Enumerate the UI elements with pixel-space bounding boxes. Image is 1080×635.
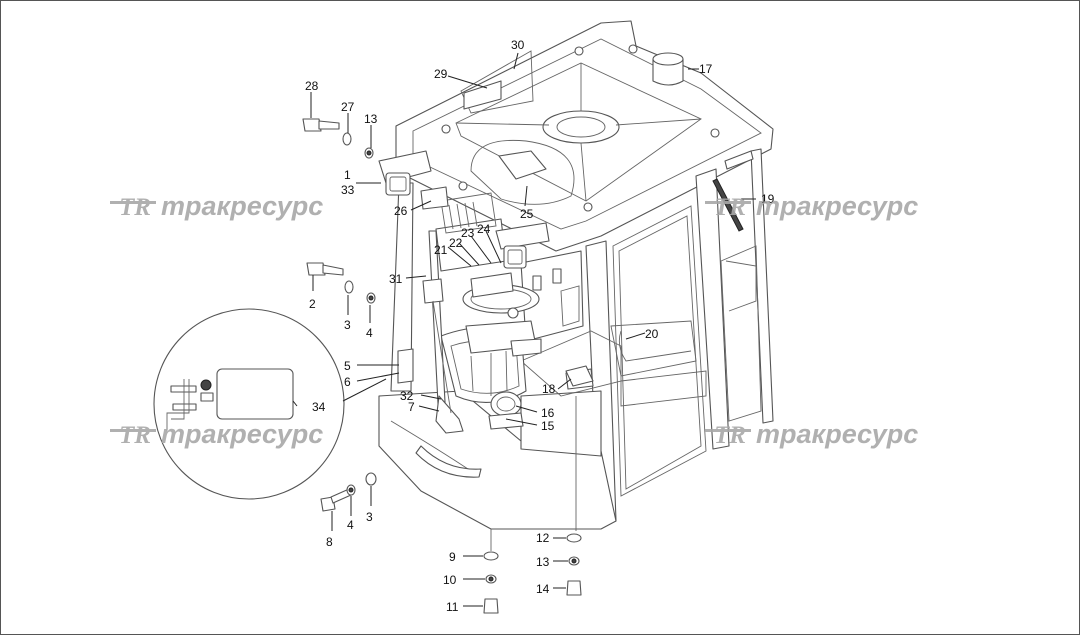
- fasteners-bottom-center: [483, 529, 499, 614]
- callout-5: 5: [344, 359, 351, 373]
- fasteners-bottom-left: [320, 472, 377, 512]
- roof-panel: [460, 50, 534, 114]
- front-wiper: [397, 230, 464, 434]
- fasteners-top-left: [302, 118, 374, 159]
- callout-13-top: 13: [364, 112, 378, 126]
- callout-33: 33: [341, 183, 355, 197]
- callout-25: 25: [520, 207, 534, 221]
- watermark-logo: TR: [119, 422, 151, 449]
- detail-connector-line: [342, 378, 387, 402]
- watermark-bottom-right: TR тракресурс: [705, 419, 918, 449]
- cab-body: [378, 148, 774, 530]
- callout-27: 27: [341, 100, 355, 114]
- interior-light: [498, 150, 547, 180]
- callout-29: 29: [434, 67, 448, 81]
- callout-12: 12: [536, 531, 550, 545]
- watermark-text: тракресурс: [756, 419, 918, 449]
- callout-2: 2: [309, 297, 316, 311]
- callout-16: 16: [541, 406, 555, 420]
- callout-17: 17: [699, 62, 713, 76]
- callout-18: 18: [542, 382, 556, 396]
- callout-30: 30: [511, 38, 525, 52]
- callout-24: 24: [477, 222, 491, 236]
- rear-wiper: [712, 150, 754, 232]
- fasteners-mid-left: [306, 262, 376, 304]
- callout-3-mid: 3: [344, 318, 351, 332]
- callout-32: 32: [400, 389, 414, 403]
- callout-23: 23: [461, 226, 475, 240]
- watermark-top-right: TR тракресурс: [705, 191, 918, 221]
- callout-31: 31: [389, 272, 403, 286]
- callout-9: 9: [449, 550, 456, 564]
- watermark-text: тракресурс: [161, 419, 323, 449]
- watermark-text: тракресурс: [756, 191, 918, 221]
- callout-14: 14: [536, 582, 550, 596]
- callout-1: 1: [344, 168, 351, 182]
- callout-6: 6: [344, 375, 351, 389]
- watermark-top-left: TR тракресурс: [110, 191, 323, 221]
- callout-3-bottom: 3: [366, 510, 373, 524]
- callout-8: 8: [326, 535, 333, 549]
- watermark-logo: TR: [714, 194, 746, 221]
- leader-lines: [292, 52, 756, 607]
- callout-15: 15: [541, 419, 555, 433]
- watermark-logo: TR: [119, 194, 151, 221]
- callout-21: 21: [434, 243, 448, 257]
- callout-labels: 28 27 13 1 33 29 30 17 26 25 19 21 22 23…: [305, 38, 775, 614]
- callout-19: 19: [761, 192, 775, 206]
- detail-inset: [153, 308, 345, 500]
- callout-13-bottom: 13: [536, 555, 550, 569]
- callout-20: 20: [645, 327, 659, 341]
- watermark-text: тракресурс: [161, 191, 323, 221]
- watermark-bottom-left: TR тракресурс: [110, 419, 323, 449]
- heater-unit: [420, 186, 514, 298]
- callout-22: 22: [449, 236, 463, 250]
- callout-4-bottom: 4: [347, 518, 354, 532]
- callout-4-mid: 4: [366, 326, 373, 340]
- callout-26: 26: [394, 204, 408, 218]
- callout-7: 7: [408, 400, 415, 414]
- mounting-bracket: [565, 365, 594, 531]
- beacon-lamp: [652, 52, 684, 86]
- callout-11: 11: [446, 600, 459, 614]
- callout-34: 34: [312, 400, 326, 414]
- callout-28: 28: [305, 79, 319, 93]
- work-lamps: [378, 150, 550, 269]
- callout-10: 10: [443, 573, 457, 587]
- watermark-logo: TR: [714, 422, 746, 449]
- fasteners-bottom-right: [566, 533, 582, 596]
